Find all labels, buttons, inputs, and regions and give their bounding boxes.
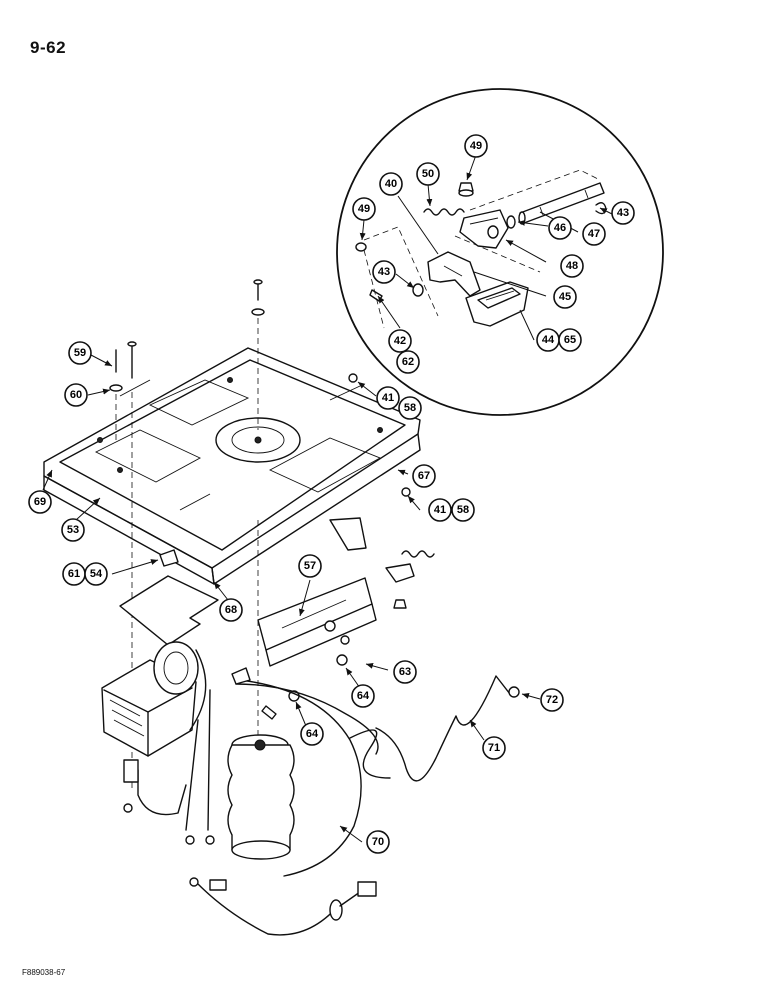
slide-latch-assembly (257, 517, 435, 667)
callout-42: 42 (388, 329, 412, 353)
callout-71: 71 (482, 736, 506, 760)
release-handle (465, 281, 529, 327)
release-lever (427, 251, 481, 297)
svg-text:72: 72 (546, 694, 558, 706)
callout-58: 58 (451, 498, 475, 522)
svg-text:68: 68 (225, 604, 237, 616)
svg-text:41: 41 (382, 392, 394, 404)
svg-text:45: 45 (559, 291, 571, 303)
svg-text:58: 58 (457, 504, 469, 516)
callout-61: 61 (62, 562, 86, 586)
callout-41: 41 (376, 386, 400, 410)
spring (423, 208, 465, 216)
svg-text:44: 44 (542, 334, 555, 346)
callout-43: 43 (611, 201, 635, 225)
callout-41: 41 (428, 498, 452, 522)
svg-text:63: 63 (399, 666, 411, 678)
svg-text:69: 69 (34, 496, 46, 508)
washer (506, 215, 516, 229)
callout-60: 60 (64, 383, 88, 407)
svg-text:71: 71 (488, 742, 500, 754)
callout-57: 57 (298, 554, 322, 578)
callout-68: 68 (219, 598, 243, 622)
callout-58: 58 (398, 396, 422, 420)
leader-lines (42, 154, 613, 843)
bracket (459, 209, 509, 249)
callout-67: 67 (412, 464, 436, 488)
air-spring (227, 690, 300, 860)
callout-70: 70 (366, 830, 390, 854)
svg-text:46: 46 (554, 222, 566, 234)
svg-text:42: 42 (394, 335, 406, 347)
svg-text:57: 57 (304, 560, 316, 572)
svg-text:59: 59 (74, 347, 86, 359)
figure-code: F889038-67 (22, 968, 66, 977)
svg-text:54: 54 (90, 568, 103, 580)
callout-54: 54 (84, 562, 108, 586)
callout-72: 72 (540, 688, 564, 712)
callout-65: 65 (558, 328, 582, 352)
svg-text:61: 61 (68, 568, 80, 580)
svg-text:43: 43 (378, 266, 390, 278)
callout-43: 43 (372, 260, 396, 284)
detail-inset (336, 88, 664, 416)
cover-plate (119, 549, 219, 646)
svg-text:65: 65 (564, 334, 576, 346)
page-number: 9-62 (30, 38, 67, 57)
callout-49: 49 (464, 134, 488, 158)
svg-text:60: 60 (70, 389, 82, 401)
svg-text:50: 50 (422, 168, 434, 180)
svg-text:64: 64 (306, 728, 319, 740)
callout-40: 40 (379, 172, 403, 196)
washer (412, 283, 424, 297)
svg-text:64: 64 (357, 690, 370, 702)
callout-62: 63 (393, 660, 417, 684)
callout-50: 50 (416, 162, 440, 186)
callout-47: 47 (582, 222, 606, 246)
svg-text:47: 47 (588, 228, 600, 240)
svg-text:41: 41 (434, 504, 446, 516)
callout-59: 59 (68, 341, 92, 365)
hoses-and-harness (189, 654, 520, 936)
callout-53: 53 (61, 518, 85, 542)
svg-text:58: 58 (404, 402, 416, 414)
callout-45: 45 (553, 285, 577, 309)
svg-text:40: 40 (385, 178, 397, 190)
svg-text:43: 43 (617, 207, 629, 219)
nut (458, 182, 474, 197)
callout-69: 69 (28, 490, 52, 514)
callout-64: 64 (300, 722, 324, 746)
callout-48: 48 (560, 254, 584, 278)
callout-49: 49 (352, 197, 376, 221)
callout-46: 46 (548, 216, 572, 240)
svg-text:67: 67 (418, 470, 430, 482)
svg-text:49: 49 (470, 140, 482, 152)
svg-text:70: 70 (372, 836, 384, 848)
callout-63: 62 (396, 350, 420, 374)
svg-text:48: 48 (566, 260, 578, 272)
svg-text:53: 53 (67, 524, 79, 536)
svg-text:62: 62 (402, 356, 414, 368)
nut (355, 242, 367, 252)
callout-44: 44 (536, 328, 560, 352)
svg-text:49: 49 (358, 203, 370, 215)
callout-64: 64 (351, 684, 375, 708)
air-compressor (101, 641, 215, 845)
